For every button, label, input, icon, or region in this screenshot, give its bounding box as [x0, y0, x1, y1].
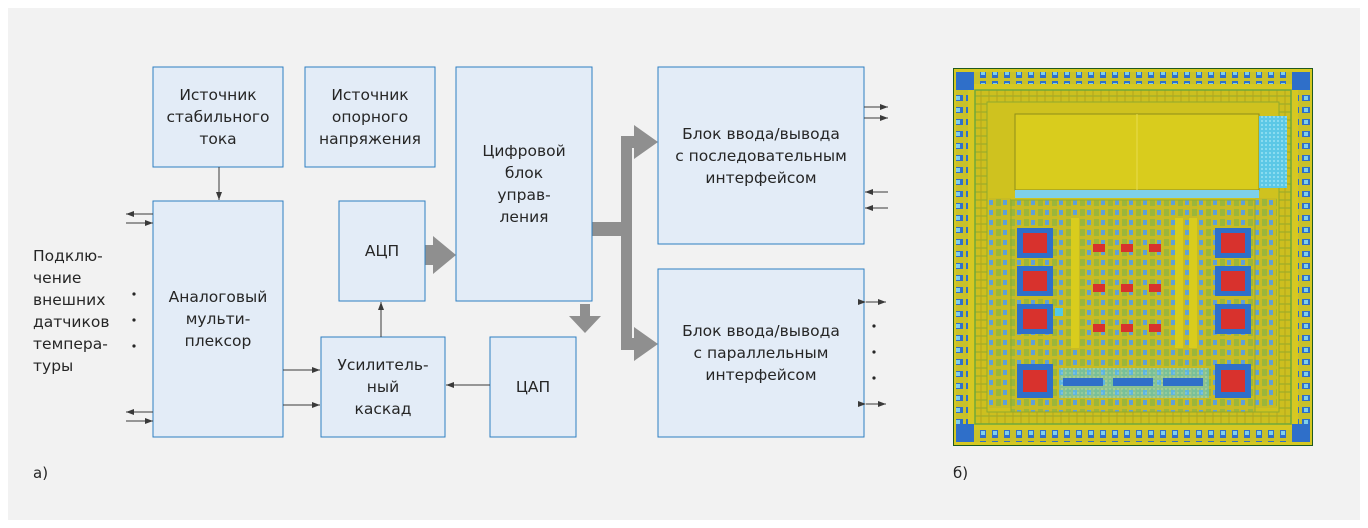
label-amplifier: Усилитель- ный каскад — [337, 356, 429, 418]
caption-a: а) — [33, 464, 49, 482]
block-dac — [489, 336, 577, 438]
label-reference-source: Источник опорного напряжения — [319, 86, 421, 148]
figure-canvas: Источник стабильного тока Источник опорн… — [8, 8, 1360, 520]
block-current-source — [152, 66, 284, 168]
bus-arrow-digital-to-dac — [569, 304, 601, 333]
caption-b: б) — [953, 464, 969, 482]
bus-arrow-digital-to-io — [591, 125, 658, 361]
block-adc — [338, 200, 426, 302]
block-diagram — [126, 66, 888, 438]
block-amplifier — [320, 336, 446, 438]
label-dac: ЦАП — [515, 378, 551, 396]
block-serial-io — [657, 66, 865, 245]
label-analog-mux: Аналоговый мульти- плексор — [168, 288, 268, 350]
block-reference-source — [304, 66, 436, 168]
label-adc: АЦП — [364, 242, 400, 260]
label-current-source: Источник стабильного тока — [166, 86, 270, 148]
ellipsis-dots — [132, 292, 876, 380]
signal-lines — [126, 104, 888, 424]
chip-layout-image — [953, 68, 1313, 446]
label-digital-control: Цифровой блок управ- ления — [482, 142, 566, 226]
label-parallel-io: Блок ввода/вывода с параллельным интерфе… — [682, 322, 840, 384]
block-digital-control — [455, 66, 593, 302]
external-sensors-label: Подклю- чение внешних датчиков темпера- … — [33, 247, 110, 375]
block-analog-mux — [152, 200, 284, 438]
bus-arrow-adc-to-digital — [425, 236, 456, 274]
block-parallel-io — [657, 268, 865, 438]
label-serial-io: Блок ввода/вывода с последовательным инт… — [675, 124, 847, 187]
bus-arrows — [425, 125, 658, 361]
